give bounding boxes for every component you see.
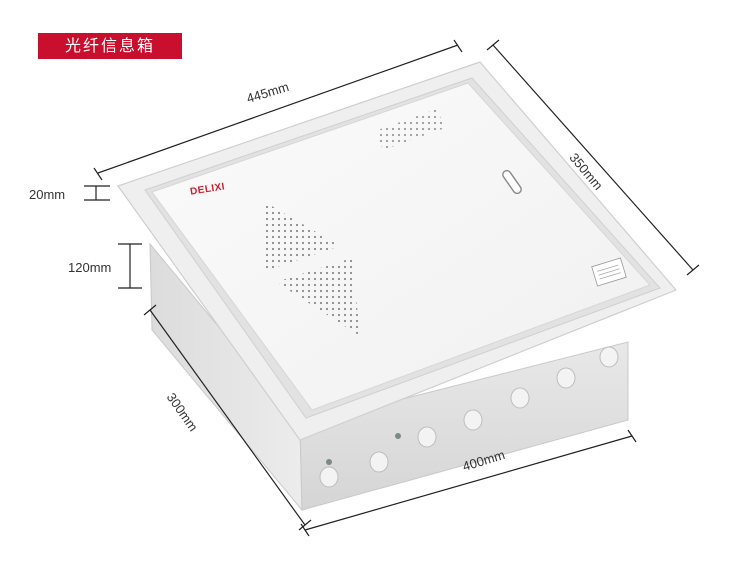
vent-triangle-upper bbox=[262, 202, 340, 272]
dimension-lines bbox=[84, 39, 700, 537]
vent-triangle-lower bbox=[276, 258, 360, 336]
door-handle bbox=[502, 169, 522, 195]
product-title-badge: 光纤信息箱 bbox=[38, 33, 182, 59]
dimension-body-height: 120mm bbox=[68, 260, 112, 275]
door-panel bbox=[151, 82, 651, 411]
dimension-lip-height: 20mm bbox=[29, 187, 66, 202]
screw-icons bbox=[326, 433, 401, 465]
knockout-holes bbox=[319, 346, 619, 488]
vent-grille-top bbox=[375, 109, 445, 150]
